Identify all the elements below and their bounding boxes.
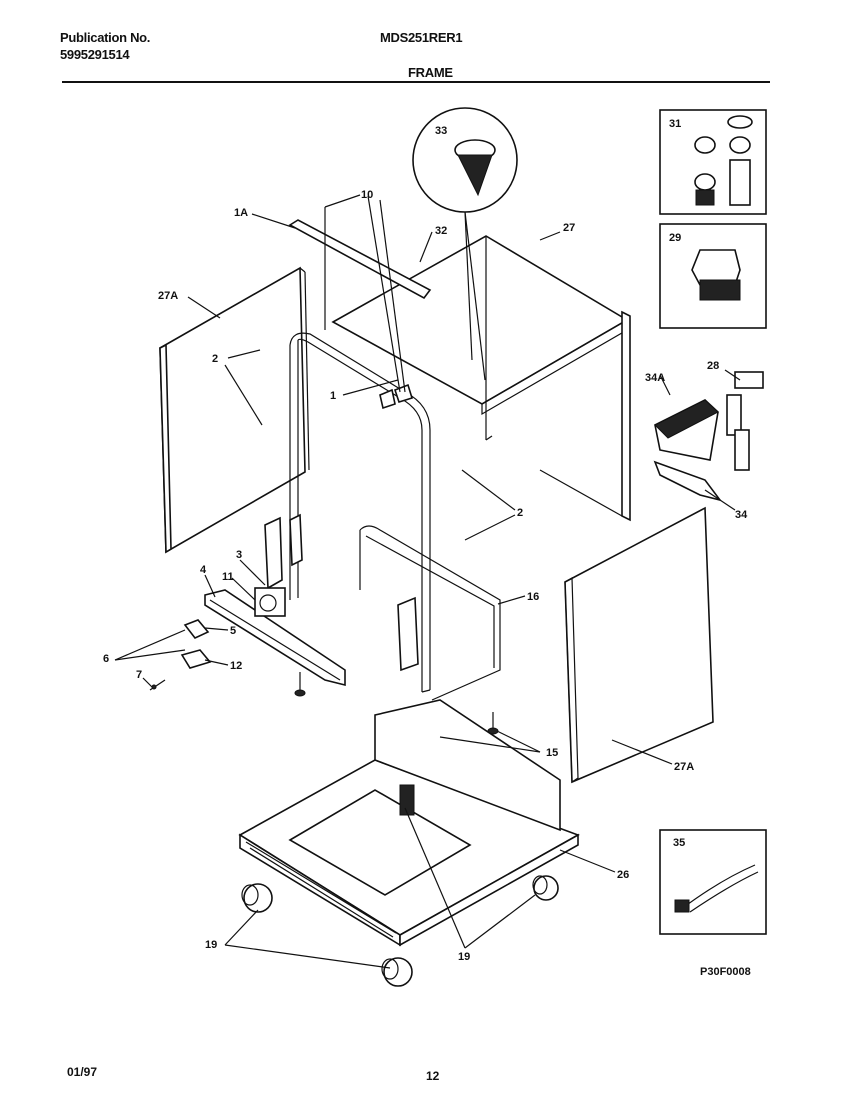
- water-valve-parts: [653, 371, 764, 502]
- front-rail: [204, 587, 346, 687]
- top-rail: [288, 194, 432, 410]
- callout-34: 34: [735, 509, 748, 521]
- callout-19-left: 19: [205, 939, 217, 951]
- callout-27a-left: 27A: [158, 290, 178, 302]
- callout-31: 31: [669, 118, 681, 130]
- callout-2-right: 2: [517, 507, 523, 519]
- callout-5: 5: [230, 625, 236, 637]
- hinge-parts: [149, 619, 212, 691]
- caster-rear: [532, 875, 559, 901]
- callout-1a: 1A: [234, 207, 248, 219]
- inset-35: [659, 829, 767, 935]
- callout-11: 11: [222, 571, 234, 583]
- callout-34a: 34A: [645, 372, 665, 384]
- callout-1: 1: [330, 390, 336, 402]
- detail-circle-33: [412, 107, 518, 381]
- callout-6: 6: [103, 653, 109, 665]
- callout-2-top: 2: [212, 353, 218, 365]
- caster-front-left: [241, 883, 273, 913]
- page-number: 12: [426, 1069, 440, 1083]
- callout-7: 7: [136, 669, 142, 681]
- callout-10: 10: [361, 189, 373, 201]
- header-rule: [62, 81, 770, 83]
- top-panel: [331, 235, 631, 522]
- callout-35: 35: [673, 837, 685, 849]
- model-number: MDS251RER1: [380, 30, 463, 45]
- leader-lines: [114, 195, 741, 969]
- right-side-panel: [564, 506, 714, 784]
- callout-12: 12: [230, 660, 242, 672]
- callout-29: 29: [669, 232, 681, 244]
- callout-3: 3: [236, 549, 242, 561]
- caster-front-right: [381, 957, 413, 987]
- callout-16: 16: [527, 591, 539, 603]
- callout-15: 15: [546, 747, 558, 759]
- callout-32: 32: [435, 225, 447, 237]
- callout-labels: 1A 10 27A 32 27 33 31 29 2 1 28 34A 34 2…: [103, 118, 748, 963]
- main-frame: [264, 332, 501, 701]
- left-side-panel: [159, 266, 310, 554]
- callout-19-right: 19: [458, 951, 470, 963]
- inset-29: [659, 223, 767, 329]
- figure-code: P30F0008: [700, 966, 751, 978]
- publication-number: 5995291514: [60, 47, 130, 62]
- callout-27a-right: 27A: [674, 761, 694, 773]
- callout-26: 26: [617, 869, 629, 881]
- base-assembly: [238, 699, 580, 947]
- casters: [241, 875, 559, 987]
- footer-date: 01/97: [67, 1065, 98, 1079]
- inset-31: [659, 109, 767, 215]
- section-title: FRAME: [408, 65, 453, 80]
- callout-4: 4: [200, 564, 207, 576]
- callout-27: 27: [563, 222, 575, 234]
- callout-33: 33: [435, 125, 447, 137]
- publication-label: Publication No.: [60, 30, 151, 45]
- callout-28: 28: [707, 360, 719, 372]
